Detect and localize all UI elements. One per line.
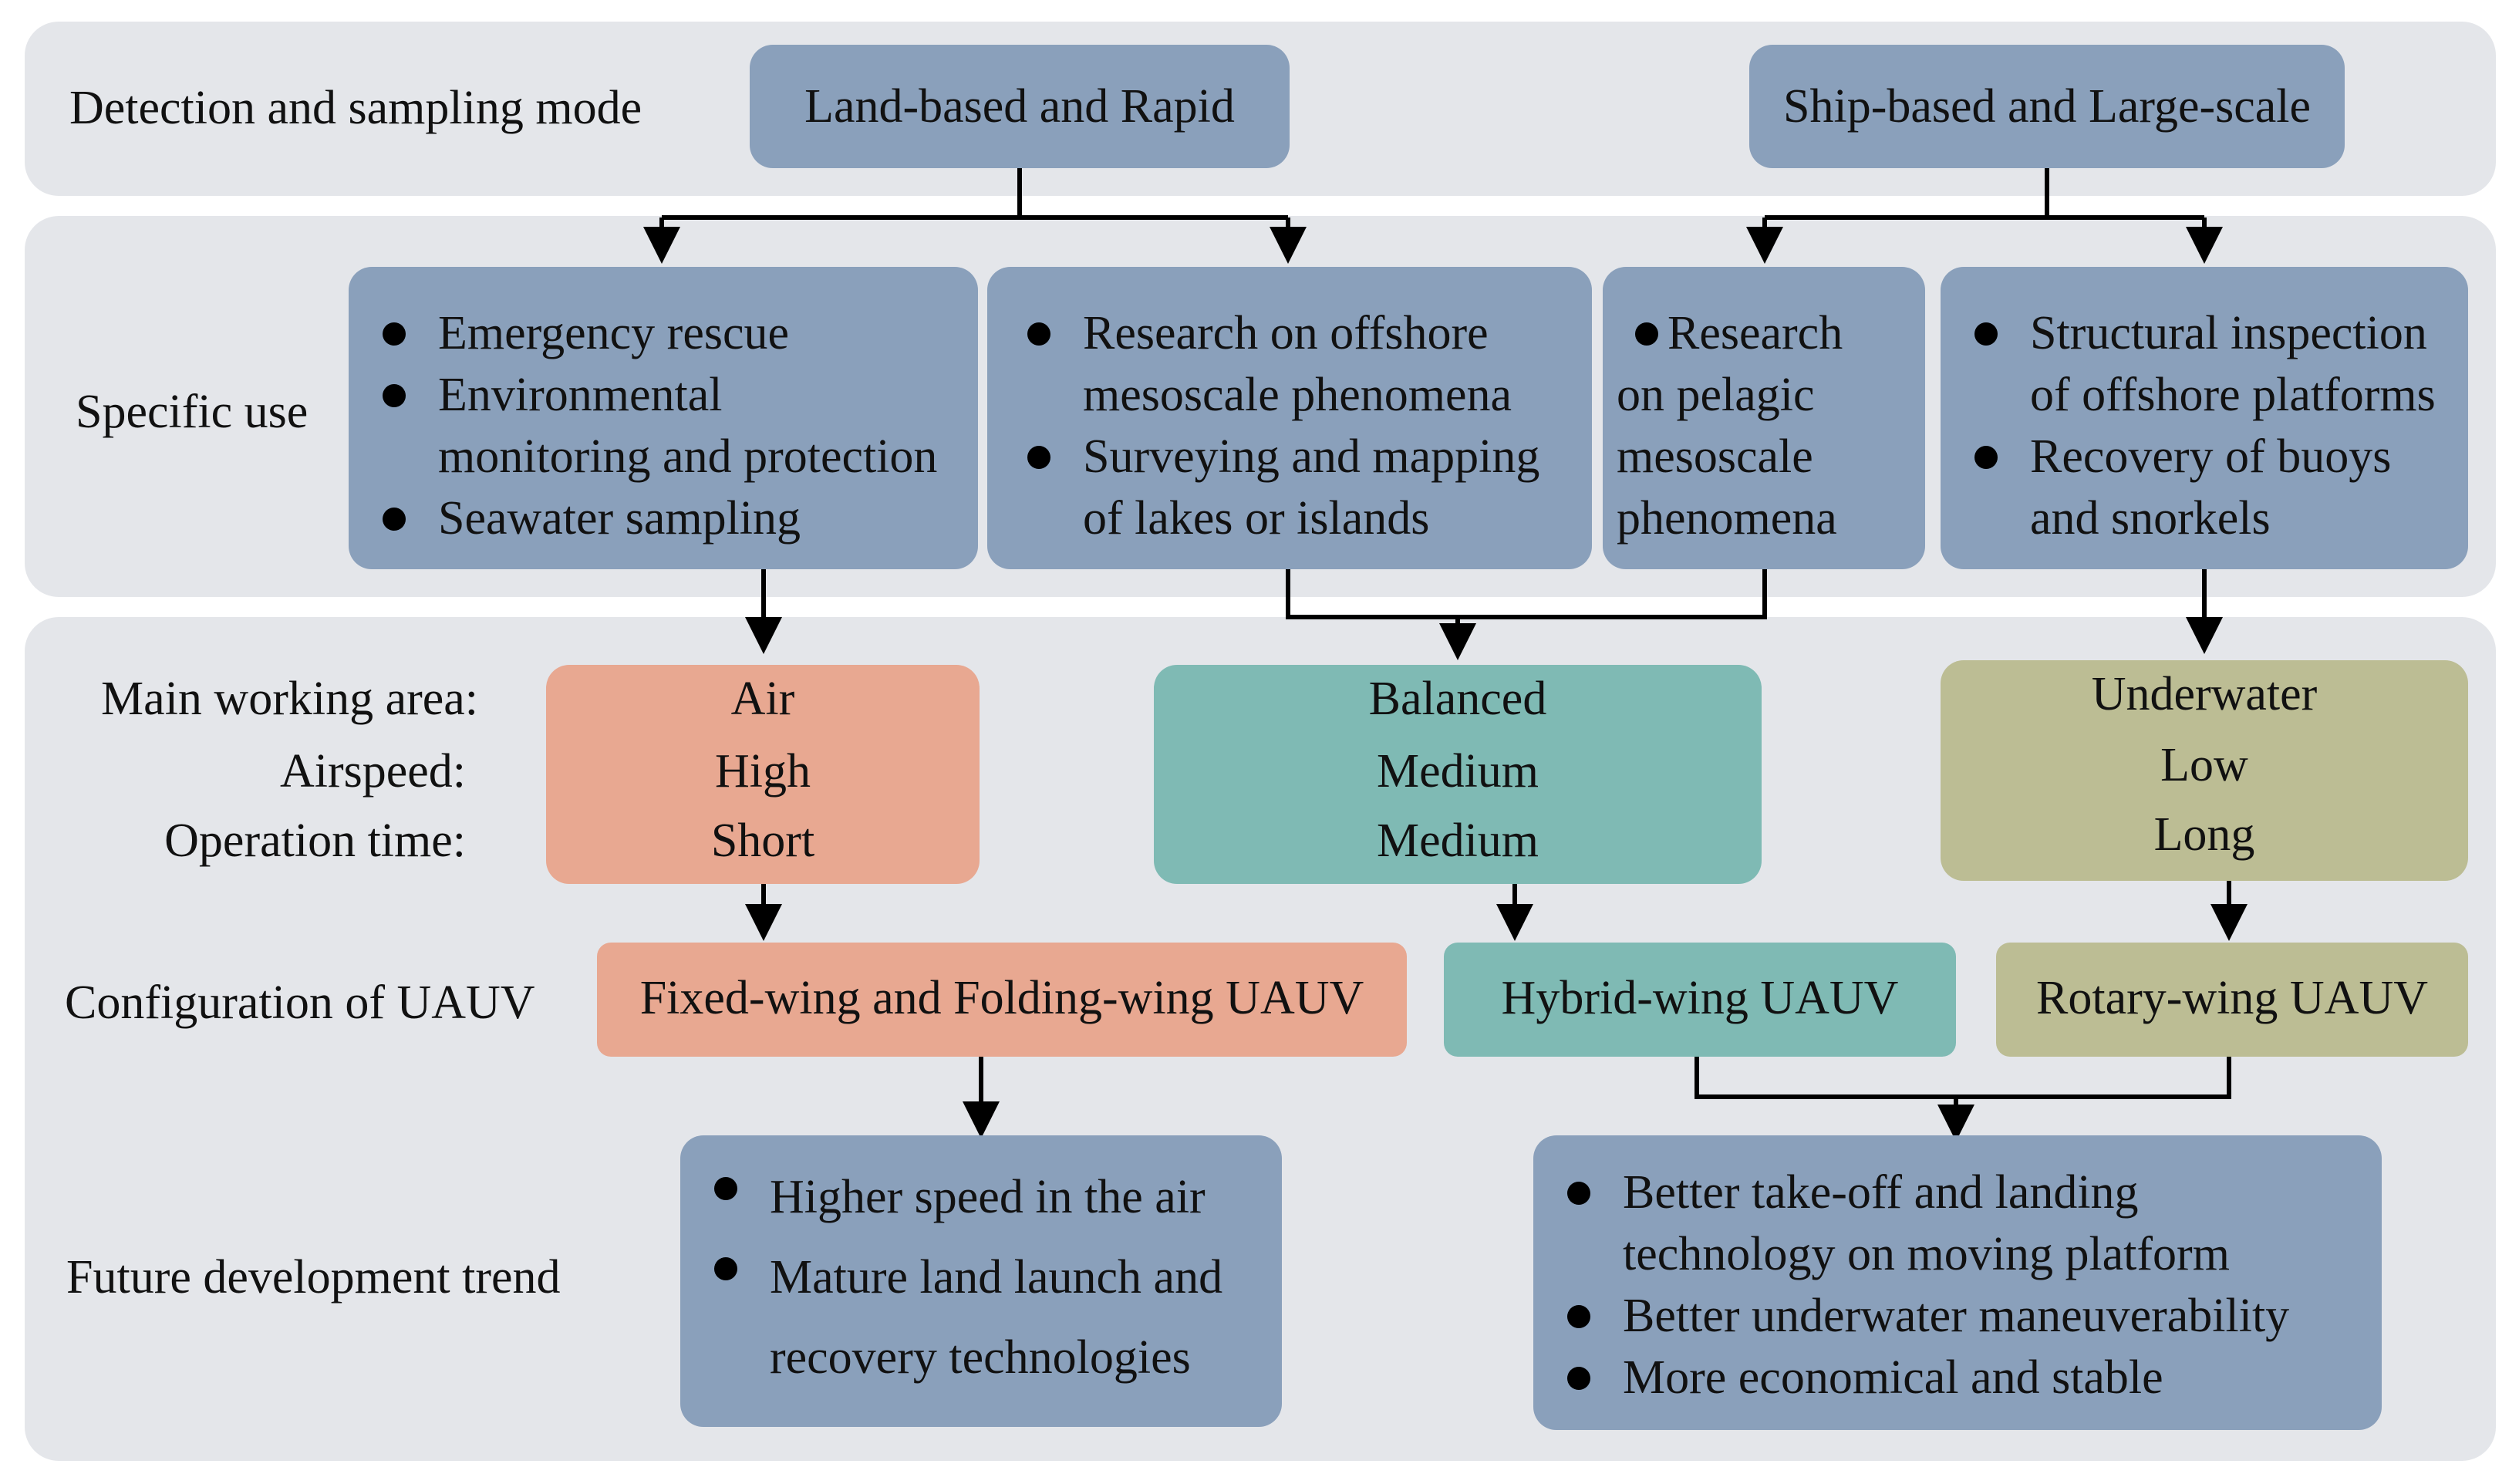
config-rotary-label: Rotary-wing UAUV <box>2036 972 2428 1024</box>
config-fixed-box: Fixed-wing and Folding-wing UAUV <box>597 943 1407 1057</box>
use-box-2: Research on offshore mesoscale phenomena… <box>987 267 1592 569</box>
row-label-airspeed: Airspeed: <box>279 745 466 798</box>
use-item-2-2: Surveying and mapping <box>1009 426 1539 487</box>
props-underwater-speed: Low <box>2160 739 2248 791</box>
use-list-1: Emergency rescue Environmental monitorin… <box>364 302 937 549</box>
props-balanced-speed: Medium <box>1376 745 1539 798</box>
use-item-2-1-cont: mesoscale phenomena <box>1083 369 1512 421</box>
use-item-3-1: Research <box>1617 302 1843 364</box>
use-item-1-2: Environmental <box>364 364 937 426</box>
use-item-1-1: Emergency rescue <box>364 302 937 364</box>
mode-ship-label: Ship-based and Large-scale <box>1782 80 2312 133</box>
trend-right-item-2: Better underwater maneuverability <box>1549 1285 2289 1347</box>
use-box-3: Research on pelagic mesoscale phenomena <box>1603 267 1925 569</box>
mode-land-label: Land-based and Rapid <box>804 80 1235 133</box>
props-balanced-box: Balanced Medium Medium <box>1154 665 1762 884</box>
row-label-optime: Operation time: <box>164 815 466 867</box>
trend-left-box: Higher speed in the air Mature land laun… <box>680 1135 1282 1427</box>
row-label-trend: Future development trend <box>66 1251 561 1304</box>
row-label-area: Main working area: <box>101 673 478 725</box>
trend-right-list: Better take-off and landing technology o… <box>1549 1162 2289 1408</box>
use-list-4: Structural inspection of offshore platfo… <box>1956 302 2436 549</box>
use-item-3-1-cont-b: mesoscale <box>1617 430 1813 483</box>
trend-left-item-2: Mature land launch and <box>696 1237 1222 1317</box>
use-item-1-2-cont: monitoring and protection <box>438 430 938 483</box>
config-hybrid-label: Hybrid-wing UAUV <box>1501 972 1899 1024</box>
use-item-3-1-cont-c: phenomena <box>1617 492 1837 545</box>
props-air-box: Air High Short <box>546 665 980 884</box>
config-hybrid-box: Hybrid-wing UAUV <box>1444 943 1956 1057</box>
use-item-2-2-cont: of lakes or islands <box>1083 492 1430 545</box>
row-label-use: Specific use <box>76 386 309 438</box>
trend-left-item-1: Higher speed in the air <box>696 1157 1222 1237</box>
row-label-mode: Detection and sampling mode <box>69 82 642 134</box>
use-item-4-2-cont: and snorkels <box>2030 492 2271 545</box>
props-balanced-area: Balanced <box>1368 673 1547 725</box>
use-item-4-1-cont: of offshore platforms <box>2030 369 2436 421</box>
mode-land-box: Land-based and Rapid <box>750 45 1290 168</box>
props-balanced-time: Medium <box>1376 815 1539 867</box>
use-list-2: Research on offshore mesoscale phenomena… <box>1009 302 1539 549</box>
props-air-area: Air <box>730 673 795 725</box>
props-underwater-area: Underwater <box>2091 668 2318 720</box>
use-list-3: Research on pelagic mesoscale phenomena <box>1617 302 1843 549</box>
row-label-config: Configuration of UAUV <box>65 976 535 1029</box>
use-box-4: Structural inspection of offshore platfo… <box>1941 267 2468 569</box>
mode-ship-box: Ship-based and Large-scale <box>1749 45 2345 168</box>
use-item-4-2: Recovery of buoys <box>1956 426 2436 487</box>
trend-right-item-1-cont: technology on moving platform <box>1623 1228 2230 1280</box>
trend-right-box: Better take-off and landing technology o… <box>1533 1135 2382 1430</box>
props-underwater-time: Long <box>2153 808 2255 861</box>
trend-left-list: Higher speed in the air Mature land laun… <box>696 1157 1222 1398</box>
use-item-2-1: Research on offshore <box>1009 302 1539 364</box>
use-item-3-1-cont-a: on pelagic <box>1617 369 1815 421</box>
trend-right-item-3: More economical and stable <box>1549 1347 2289 1408</box>
props-underwater-box: Underwater Low Long <box>1941 660 2468 881</box>
use-item-4-1: Structural inspection <box>1956 302 2436 364</box>
config-rotary-box: Rotary-wing UAUV <box>1996 943 2468 1057</box>
use-box-1: Emergency rescue Environmental monitorin… <box>349 267 978 569</box>
trend-left-item-2-cont: recovery technologies <box>770 1331 1191 1384</box>
config-fixed-label: Fixed-wing and Folding-wing UAUV <box>639 972 1364 1024</box>
props-air-speed: High <box>715 745 811 798</box>
use-item-1-3: Seawater sampling <box>364 487 937 549</box>
props-air-time: Short <box>710 815 815 867</box>
trend-right-item-1: Better take-off and landing <box>1549 1162 2289 1223</box>
